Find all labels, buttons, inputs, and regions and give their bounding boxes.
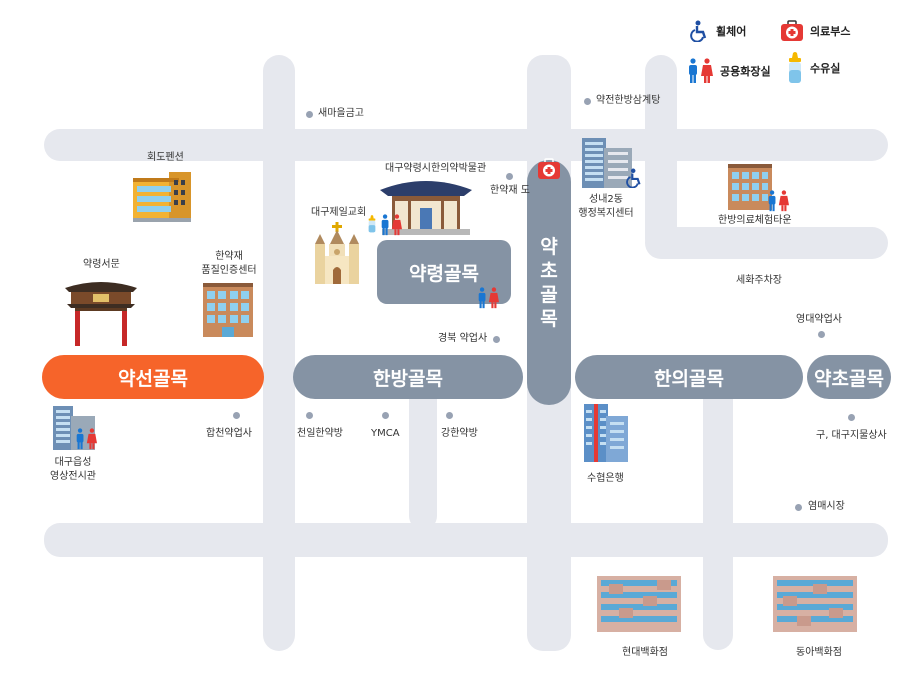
- alley-yakcho-vertical-char: 목: [540, 307, 558, 330]
- place-ymca[interactable]: YMCA: [371, 428, 400, 439]
- place-suhyup[interactable]: 수협은행: [587, 473, 624, 484]
- place-dot: [306, 111, 313, 118]
- place-eupseong-line1: 대구읍성: [54, 457, 92, 468]
- building-icon: [728, 164, 772, 210]
- place-seongnae-line1: 성내2동: [589, 194, 623, 205]
- place-yeongdae[interactable]: 영대약업사: [796, 314, 842, 325]
- place-eupseong[interactable]: 대구읍성 영상전시관: [38, 456, 108, 484]
- place-dot: [848, 414, 855, 421]
- place-yakjeon[interactable]: 약전한방삼계탕: [596, 95, 661, 106]
- alley-yakcho-vertical[interactable]: 약 초 골 목: [527, 160, 571, 405]
- hanok-icon: [380, 181, 472, 235]
- department-store-icon: [773, 576, 857, 632]
- place-dot: [233, 412, 240, 419]
- place-donga[interactable]: 동아백화점: [796, 647, 842, 658]
- place-certification-line2: 품질인증센터: [201, 265, 257, 276]
- place-dot: [584, 98, 591, 105]
- road-h-bottom: [44, 523, 888, 557]
- place-museum[interactable]: 대구약령시한의약박물관: [385, 163, 487, 174]
- building-icon: [203, 283, 253, 337]
- place-seongnae[interactable]: 성내2동 행정복지센터: [568, 193, 644, 221]
- legend-medical-booth: 의료부스: [780, 20, 850, 42]
- wheelchair-icon: [626, 168, 641, 188]
- place-hapcheon[interactable]: 합천약업사: [206, 428, 252, 439]
- restroom-icon: [381, 214, 402, 236]
- legend-restroom: 공용화장실: [686, 58, 771, 84]
- place-sehwa-parking[interactable]: 세화주차장: [736, 275, 782, 286]
- place-seongnae-line2: 행정복지센터: [578, 208, 634, 219]
- legend-restroom-label: 공용화장실: [720, 65, 771, 78]
- alley-yakcho[interactable]: 약초골목: [807, 355, 891, 399]
- road-v-1: [263, 55, 295, 651]
- alley-yakcho-vertical-char: 약: [540, 235, 558, 258]
- place-dot: [795, 504, 802, 511]
- restroom-icon: [478, 287, 499, 309]
- place-daegu-jimul[interactable]: 구, 대구지물상사: [816, 430, 887, 441]
- place-gyeongbuk[interactable]: 경북 약업사: [438, 333, 488, 344]
- place-yakryeong-gate[interactable]: 약령서문: [83, 259, 120, 270]
- place-dot: [306, 412, 313, 419]
- building-icon: [133, 172, 191, 222]
- road-h-top: [44, 129, 888, 161]
- place-eupseong-line2: 영상전시관: [50, 471, 96, 482]
- legend-nursing-room-label: 수유실: [810, 62, 841, 75]
- restroom-icon: [76, 428, 97, 450]
- place-church[interactable]: 대구제일교회: [311, 207, 367, 218]
- restroom-icon: [768, 190, 789, 212]
- place-ganghan[interactable]: 강한약방: [441, 428, 478, 439]
- place-dot: [446, 412, 453, 419]
- legend-nursing-room: 수유실: [786, 52, 840, 84]
- place-hoedo[interactable]: 회도펜션: [147, 152, 184, 163]
- place-yeommae[interactable]: 염매시장: [808, 501, 845, 512]
- baby-bottle-icon: [368, 215, 376, 233]
- place-hanbang-town[interactable]: 한방의료체험타운: [718, 215, 792, 226]
- legend-wheelchair: 휠체어: [690, 20, 746, 42]
- legend-medical-booth-label: 의료부스: [810, 25, 851, 38]
- place-certification-line1: 한약재: [215, 251, 243, 262]
- department-store-icon: [597, 576, 681, 632]
- place-hanyakjae-do[interactable]: 한약재 도: [490, 185, 530, 196]
- road-v-5: [703, 370, 733, 650]
- alley-yakcho-vertical-char: 골: [540, 283, 558, 306]
- baby-bottle-icon: [789, 52, 801, 83]
- alley-hanui[interactable]: 한의골목: [575, 355, 803, 399]
- first-aid-icon[interactable]: [537, 158, 561, 180]
- legend-wheelchair-label: 휠체어: [716, 25, 747, 38]
- road-h-right: [645, 227, 888, 259]
- alley-yakcho-vertical-char: 초: [540, 259, 558, 282]
- place-dot: [382, 412, 389, 419]
- place-hyundai[interactable]: 현대백화점: [622, 647, 668, 658]
- first-aid-icon: [781, 20, 803, 41]
- place-dot: [493, 336, 500, 343]
- wheelchair-icon: [690, 20, 707, 42]
- church-icon: [315, 222, 359, 284]
- place-dot: [506, 173, 513, 180]
- place-saemaeul[interactable]: 새마을금고: [318, 108, 364, 119]
- gate-icon: [65, 282, 137, 346]
- place-certification[interactable]: 한약재 품질인증센터: [194, 250, 264, 278]
- alley-hanbang[interactable]: 한방골목: [293, 355, 523, 399]
- alley-yakseon[interactable]: 약선골목: [42, 355, 264, 399]
- road-v-2: [645, 55, 677, 255]
- restroom-icon: [689, 58, 713, 83]
- bank-tower-icon: [584, 404, 628, 462]
- place-cheonil[interactable]: 천일한약방: [297, 428, 343, 439]
- alley-yakryeong[interactable]: 약령골목: [377, 240, 511, 304]
- place-dot: [818, 331, 825, 338]
